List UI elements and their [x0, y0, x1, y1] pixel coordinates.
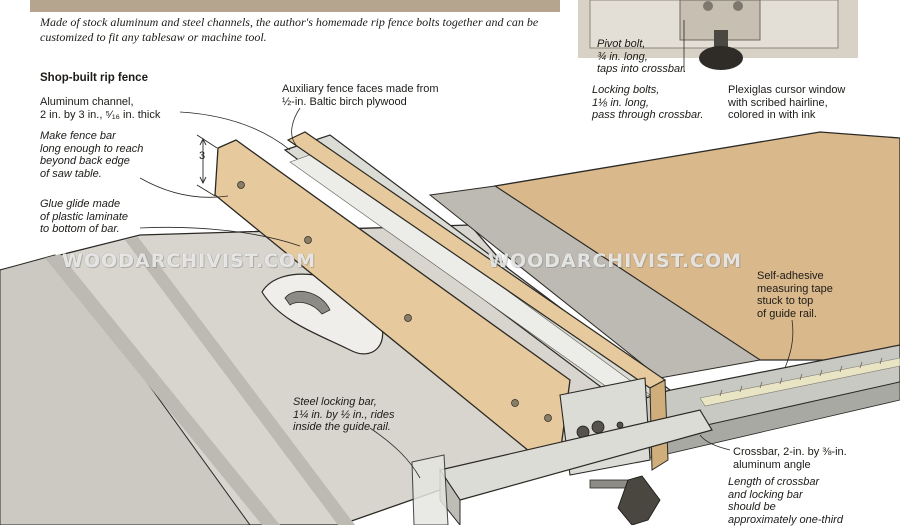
saw-table-left-wing [0, 254, 251, 525]
saw-blade [284, 290, 331, 315]
extension-table-side [428, 185, 762, 379]
label-glue-glide: Glue glide made of plastic laminate to b… [40, 198, 129, 235]
top-photo-knob-stem [714, 30, 728, 48]
label-crossbar: Crossbar, 2-in. by ⅜-in. aluminum angle [733, 446, 847, 471]
label-fence-bar: Make fence bar long enough to reach beyo… [40, 130, 144, 180]
screw-3 [404, 314, 412, 322]
leader-glue-glide [139, 226, 301, 247]
locking-knob [589, 475, 661, 525]
bolt-head-5 [616, 421, 624, 429]
section-title: Shop-built rip fence [40, 72, 148, 84]
label-steel-bar: Steel locking bar, 1¼ in. by ½ in., ride… [293, 396, 395, 433]
leader-fence-bar [139, 177, 229, 198]
guide-rail-lip [699, 357, 900, 407]
label-pivot-bolt: Pivot bolt, ¾ in. long, taps into crossb… [597, 38, 687, 75]
label-measuring-tape: Self-adhesive measuring tape stuck to to… [757, 270, 833, 320]
knob-stem [589, 479, 631, 489]
leader-auxiliary-faces [291, 107, 301, 146]
screw-1 [237, 181, 245, 189]
steel-locking-bar [411, 454, 449, 525]
screw-5 [544, 414, 552, 422]
dimension-bracket [196, 134, 218, 197]
watermark-right: WOODARCHIVIST.COM [488, 250, 743, 272]
bolt-head-2 [591, 420, 605, 434]
top-photo-left [30, 0, 560, 12]
label-locking-bolts: Locking bolts, 1⅛ in. long, pass through… [592, 84, 704, 121]
watermark-left: WOODARCHIVIST.COM [62, 250, 317, 272]
figure-caption: Made of stock aluminum and steel channel… [40, 15, 539, 44]
leader-measuring-tape [784, 319, 794, 369]
screw-2 [304, 236, 312, 244]
saw-table-left-groove [45, 254, 280, 525]
label-plexiglas-window: Plexiglas cursor window with scribed hai… [728, 84, 846, 121]
fence-screws [237, 181, 552, 422]
top-photo-knob [699, 46, 743, 70]
top-photo-bolt-left [703, 1, 713, 11]
measuring-tape-ticks [719, 357, 883, 397]
leader-aluminum-channel [179, 111, 291, 151]
leader-steel-bar [369, 427, 421, 479]
screw-4 [511, 399, 519, 407]
top-photo-bolt-right [733, 1, 743, 11]
label-length-note: Length of crossbar and locking bar shoul… [728, 476, 843, 526]
saw-table-miter-slot [125, 237, 355, 525]
dimension-value: 3 [199, 150, 206, 162]
leader-crossbar [699, 434, 731, 451]
label-aluminum-channel: Aluminum channel, 2 in. by 3 in., ⁵⁄₁₆ i… [40, 96, 161, 121]
knob-grip [617, 475, 661, 525]
label-auxiliary-faces: Auxiliary fence faces made from ½-in. Ba… [282, 83, 439, 108]
leader-lines [139, 20, 794, 479]
